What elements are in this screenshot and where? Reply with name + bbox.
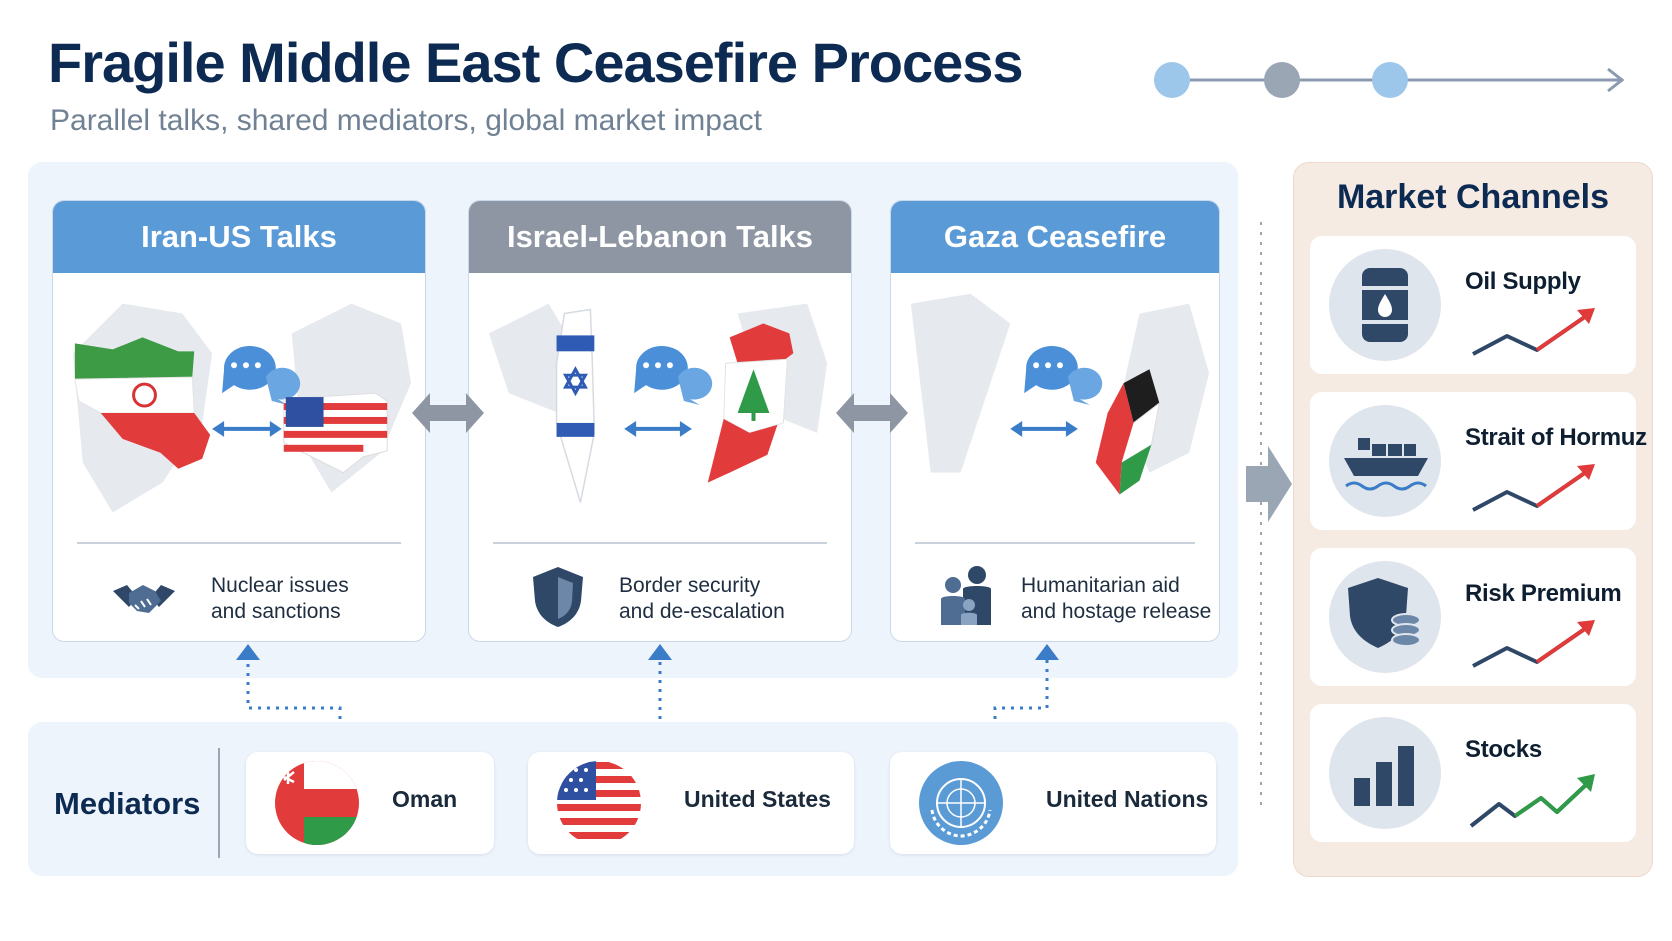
trend-up-icon xyxy=(1472,308,1595,356)
bar-chart-icon xyxy=(1329,717,1441,829)
iran-emblem-icon xyxy=(132,382,157,408)
handshake-icon xyxy=(113,585,175,613)
market-channel-label: Strait of Hormuz xyxy=(1465,424,1647,451)
shield-coins-icon xyxy=(1329,561,1441,673)
gaza-map-illustration xyxy=(910,293,1210,495)
market-card-oil-supply[interactable]: Oil Supply xyxy=(1310,236,1636,374)
double-arrow-icon xyxy=(212,420,282,437)
topic-line-1: Border security xyxy=(619,574,761,597)
mediator-name: Oman xyxy=(392,786,458,812)
timeline-dot xyxy=(1264,62,1300,98)
market-card-stocks[interactable]: Stocks xyxy=(1310,704,1636,842)
mediator-card-united-nations[interactable]: United Nations xyxy=(890,752,1216,854)
market-channel-label: Risk Premium xyxy=(1465,580,1622,607)
double-arrow-icon xyxy=(1010,420,1078,437)
talk-card-gaza[interactable]: Gaza Ceasefire xyxy=(890,200,1220,642)
palestine-flag-map xyxy=(1095,369,1161,495)
topic-line-2: and sanctions xyxy=(211,600,341,623)
cedar-tree-icon xyxy=(737,369,770,413)
flow-arrow-icon xyxy=(1246,446,1292,522)
us-flag-map xyxy=(283,392,388,474)
page-title: Fragile Middle East Ceasefire Process xyxy=(48,31,1024,94)
iran-flag-green xyxy=(74,337,195,380)
timeline-dot xyxy=(1154,62,1190,98)
timeline-graphic xyxy=(1154,62,1625,98)
family-icon xyxy=(941,566,991,625)
market-channel-label: Stocks xyxy=(1465,736,1542,763)
mediator-name: United States xyxy=(684,786,831,812)
trend-up-icon xyxy=(1472,464,1595,512)
oman-flag-icon xyxy=(275,761,359,845)
market-channel-label: Oil Supply xyxy=(1465,268,1581,295)
iran-us-map-illustration xyxy=(72,303,412,513)
card-divider xyxy=(77,542,401,544)
topic-line-2: and de-escalation xyxy=(619,600,785,623)
shield-icon xyxy=(533,567,583,627)
bidirectional-arrow-icon xyxy=(412,393,484,433)
market-card-strait-of-hormuz[interactable]: Strait of Hormuz xyxy=(1310,392,1647,530)
talk-card-title: Iran-US Talks xyxy=(53,201,425,273)
talk-card-title: Israel-Lebanon Talks xyxy=(469,201,851,273)
un-emblem-icon xyxy=(919,761,1003,845)
lebanon-flag-map xyxy=(707,323,794,483)
double-arrow-icon xyxy=(624,420,692,437)
topic-line-1: Nuclear issues xyxy=(211,574,349,597)
trend-up-icon xyxy=(1472,620,1595,668)
market-card-risk-premium[interactable]: Risk Premium xyxy=(1310,548,1636,686)
page-subtitle: Parallel talks, shared mediators, global… xyxy=(50,104,762,137)
us-flag-icon xyxy=(557,761,641,845)
topic-line-1: Humanitarian aid xyxy=(1021,574,1180,597)
trend-up-icon xyxy=(1469,774,1595,828)
israel-flag-map xyxy=(555,308,596,503)
mediator-card-oman[interactable]: Oman xyxy=(246,752,494,854)
talk-card-iran-us[interactable]: Iran-US Talks xyxy=(52,200,426,642)
mediators-separator xyxy=(218,748,220,858)
oil-barrel-icon xyxy=(1329,249,1441,361)
channel-divider-line xyxy=(1260,222,1262,807)
bidirectional-arrow-icon xyxy=(836,393,908,433)
timeline-dot xyxy=(1372,62,1408,98)
mediator-name: United Nations xyxy=(1046,786,1209,812)
us-connector-line xyxy=(648,644,672,746)
cargo-ship-icon xyxy=(1329,405,1441,517)
talk-card-israel-lebanon[interactable]: Israel-Lebanon Talks xyxy=(468,200,852,642)
chat-bubbles-icon xyxy=(634,345,713,406)
mediators-label: Mediators xyxy=(54,786,201,821)
market-channels-title: Market Channels xyxy=(1336,178,1610,216)
chat-bubbles-icon xyxy=(222,345,301,406)
card-divider xyxy=(493,542,827,544)
talk-card-title: Gaza Ceasefire xyxy=(891,201,1219,273)
israel-lebanon-map-illustration xyxy=(488,303,828,503)
chat-bubbles-icon xyxy=(1024,346,1103,406)
card-divider xyxy=(915,542,1195,544)
topic-line-2: and hostage release xyxy=(1021,600,1212,623)
mediator-card-united-states[interactable]: United States xyxy=(528,752,854,854)
